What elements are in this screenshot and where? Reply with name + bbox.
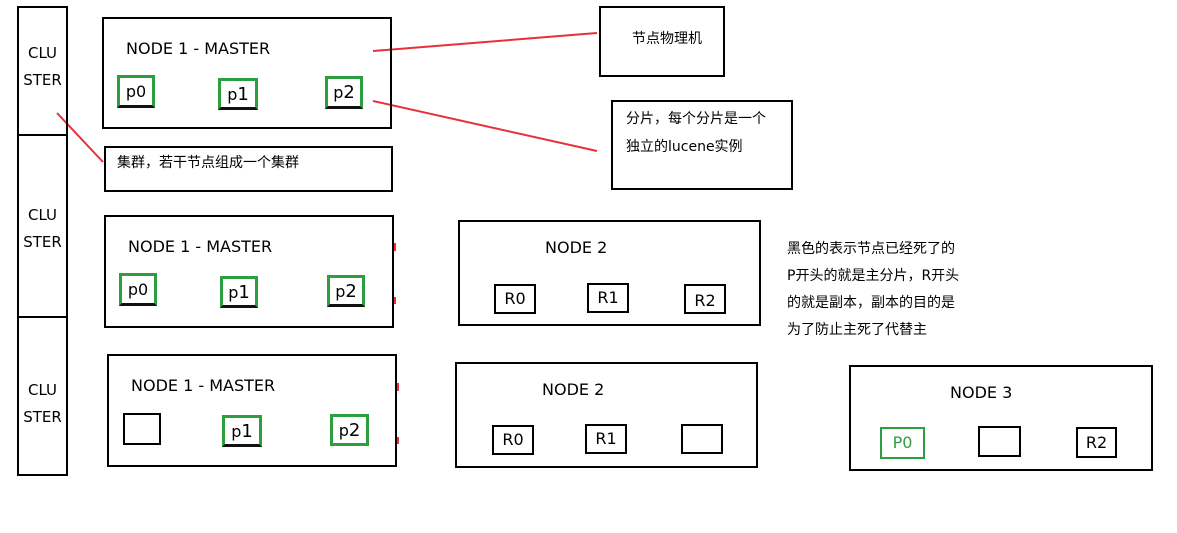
cluster-note-box [104, 146, 393, 192]
legend-line2: P开头的就是主分片，R开头 [787, 268, 960, 284]
shard-note-line2: 独立的lucene实例 [626, 139, 743, 155]
legend-line1: 黑色的表示节点已经死了的 [787, 241, 955, 257]
shard-r0-row3: R0 [492, 425, 534, 455]
node1-title-row1: NODE 1 - MASTER [126, 39, 271, 58]
shard-r0-row2: R0 [494, 284, 536, 314]
node2-title-row3: NODE 2 [542, 380, 605, 399]
node1-master-box-row3 [107, 354, 397, 467]
node2-box-row3 [455, 362, 758, 468]
node1-master-box-row2 [104, 215, 394, 328]
cluster-divider-1 [17, 134, 68, 136]
shard-r1-row3: R1 [585, 424, 627, 454]
shard-note-line1: 分片，每个分片是一个 [626, 111, 766, 127]
node3-title-row3: NODE 3 [950, 383, 1013, 402]
node1-title-row2: NODE 1 - MASTER [128, 237, 273, 256]
line-to-shard-note [372, 100, 598, 152]
shard-empty-node3-row3 [978, 426, 1021, 457]
shard-p0-row1: p0 [117, 75, 155, 108]
line-to-physical-machine [372, 32, 598, 52]
cluster-divider-2 [17, 316, 68, 318]
shard-p2-row2: p2 [327, 275, 365, 307]
node1-master-box-row1 [102, 17, 392, 129]
shard-empty-p0-row3 [123, 413, 161, 445]
shard-p0-row2: p0 [119, 273, 157, 306]
node2-title-row2: NODE 2 [545, 238, 608, 257]
shard-note-box [611, 100, 793, 190]
legend-line4: 为了防止主死了代替主 [787, 322, 927, 338]
shard-r2-row3: R2 [1076, 427, 1117, 458]
shard-p2-row3: p2 [330, 414, 369, 446]
node3-box-row3 [849, 365, 1153, 471]
shard-r1-row2: R1 [587, 283, 629, 313]
node2-box-row2 [458, 220, 761, 326]
shard-p0-promoted-row3: P0 [880, 427, 925, 459]
shard-p1-row1: p1 [218, 78, 258, 110]
node1-title-row3: NODE 1 - MASTER [131, 376, 276, 395]
shard-r2-row2: R2 [684, 284, 726, 314]
cluster-strip [17, 6, 68, 476]
physical-machine-note-box [599, 6, 725, 77]
legend-line3: 的就是副本，副本的目的是 [787, 295, 955, 311]
shard-p2-row1: p2 [325, 76, 363, 109]
physical-machine-note: 节点物理机 [632, 31, 702, 47]
cluster-note: 集群，若干节点组成一个集群 [117, 155, 299, 171]
shard-p1-row2: p1 [220, 276, 258, 308]
shard-p1-row3: p1 [222, 415, 262, 447]
shard-empty-r2-row3 [681, 424, 723, 454]
